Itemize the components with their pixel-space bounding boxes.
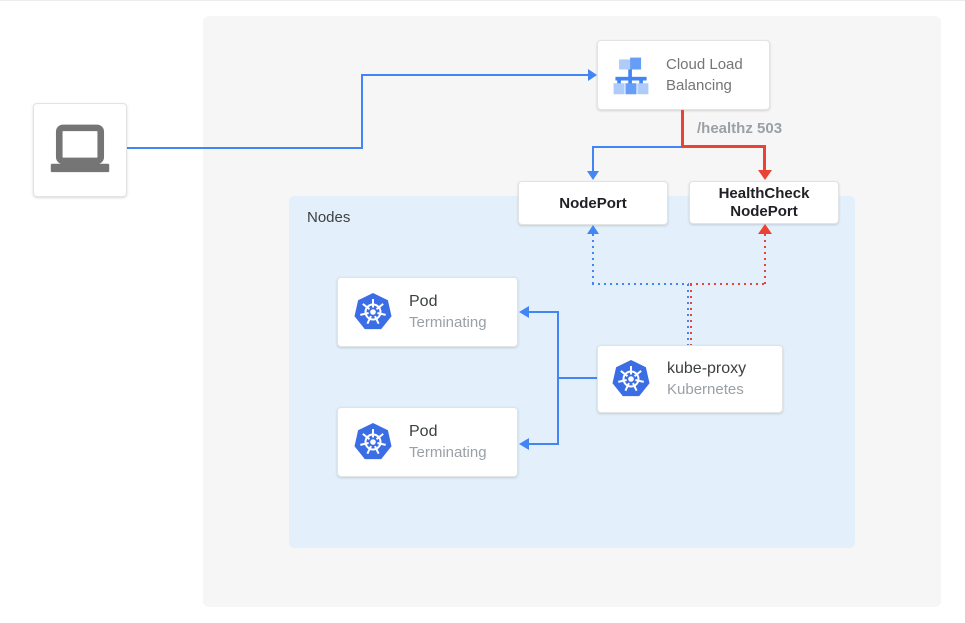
kubeproxy-riser-dotted-blue (687, 284, 689, 345)
pod-terminating-card-1: Pod Terminating (337, 277, 518, 347)
arrow-into-pod2 (519, 438, 529, 450)
cloud-load-balancing-card: Cloud Load Balancing (597, 40, 770, 110)
kubernetes-icon (612, 360, 650, 397)
branch-blue-line-v (592, 146, 594, 172)
top-divider (0, 0, 965, 1)
pod-status: Terminating (409, 314, 487, 331)
nodeport-label: NodePort (559, 194, 627, 212)
arrow-into-pod1 (519, 306, 529, 318)
client-to-lb-line-h1 (127, 147, 363, 149)
kubernetes-icon (354, 423, 392, 460)
lb-down-red-line (681, 110, 684, 148)
arrow-into-load-balancer (588, 69, 597, 81)
healthcheck-label-line2: NodePort (730, 202, 798, 220)
load-balancer-icon (613, 57, 649, 95)
pod-title: Pod (409, 423, 438, 440)
client-to-lb-line-h2 (361, 74, 588, 76)
kubeproxy-to-healthcheck-dotted-v (764, 234, 766, 284)
healthz-503-label: /healthz 503 (697, 120, 783, 137)
pod-status: Terminating (409, 444, 487, 461)
kubernetes-icon (354, 293, 392, 330)
healthcheck-nodeport-card: HealthCheck NodePort (689, 181, 839, 224)
kubeproxy-to-pods-line-v (557, 311, 559, 445)
kubeproxy-to-nodeport-dotted-h (592, 283, 689, 285)
clb-label-line1: Cloud Load (666, 56, 743, 73)
arrow-into-nodeport (587, 171, 599, 180)
pod-text: Pod Terminating (409, 293, 487, 331)
dotted-arrow-into-nodeport (587, 225, 599, 234)
pod-text: Pod Terminating (409, 423, 487, 461)
laptop-icon (50, 124, 110, 172)
kube-proxy-card: kube-proxy Kubernetes (597, 345, 783, 413)
nodeport-card: NodePort (518, 181, 668, 225)
kube-proxy-title: kube-proxy (667, 360, 747, 377)
branch-red-line-h (681, 145, 766, 148)
to-pod2-line-h (529, 443, 559, 445)
kube-proxy-subtitle: Kubernetes (667, 381, 744, 398)
pod-title: Pod (409, 293, 438, 310)
pod-terminating-card-2: Pod Terminating (337, 407, 518, 477)
healthcheck-label-line1: HealthCheck (718, 184, 810, 202)
client-to-lb-line-v (361, 74, 363, 149)
kubeproxy-to-nodeport-dotted-v (592, 234, 594, 284)
clb-label-line2: Balancing (666, 77, 732, 94)
to-pod1-line-h (529, 311, 559, 313)
branch-red-line-v (763, 145, 766, 171)
kubeproxy-riser-dotted-red (690, 284, 692, 345)
kube-proxy-text: kube-proxy Kubernetes (667, 360, 746, 398)
dotted-arrow-into-healthcheck (758, 224, 772, 234)
client-laptop-card (33, 103, 127, 197)
nodes-label: Nodes (307, 209, 351, 226)
kubeproxy-to-pods-line-h (559, 377, 597, 379)
branch-blue-line-h (592, 146, 683, 148)
arrow-into-healthcheck-nodeport (758, 170, 772, 180)
kubeproxy-to-healthcheck-dotted-h (690, 283, 766, 285)
cloud-load-balancing-label: Cloud Load Balancing (666, 54, 743, 96)
